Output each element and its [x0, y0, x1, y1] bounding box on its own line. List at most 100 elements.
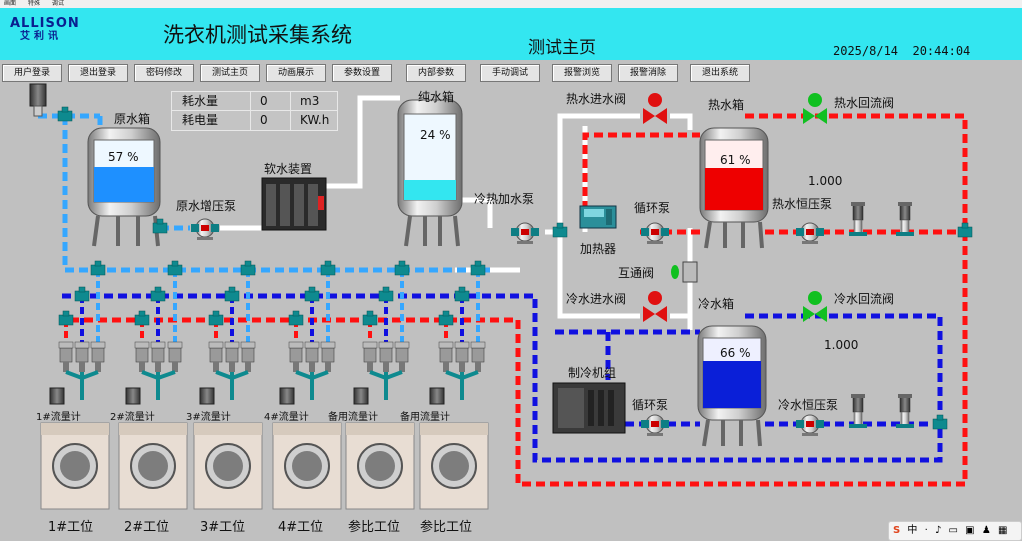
cold-hot-feed-pump-label: 冷热加水泵 [474, 192, 535, 206]
station-5-manifold-icon [362, 341, 410, 373]
raw-tank-label: 原水箱 [114, 112, 151, 126]
cold-return-valve-label: 冷水回流阀 [834, 292, 895, 306]
ime-logo-icon[interactable]: S [893, 525, 901, 536]
station-1-label: 1#工位 [48, 520, 94, 535]
nav-button-parameters[interactable]: 参数设置 [332, 64, 392, 82]
hot-inlet-valve-icon [643, 93, 667, 124]
water-consumption-value: 0 [260, 94, 268, 108]
ime-keyboard-icon[interactable]: ▭ [948, 525, 958, 536]
flowmeter-6-icon [429, 387, 445, 405]
nav-button-exit-system[interactable]: 退出系统 [690, 64, 750, 82]
station-5-label: 参比工位 [348, 520, 401, 535]
station-3-flowmeter-label: 3#流量计 [186, 412, 231, 423]
menu-debug[interactable]: 调试 [51, 0, 64, 7]
softener-icon [261, 177, 327, 231]
washing-machine-5-icon [345, 422, 415, 510]
chiller-label: 制冷机组 [568, 366, 617, 380]
station-4-flowmeter-label: 4#流量计 [264, 412, 309, 423]
hot-tank-percent: 61 % [720, 153, 751, 167]
raw-booster-pump-icon [190, 218, 220, 241]
washing-machine-4-icon [272, 422, 342, 510]
ime-toolbox-icon[interactable]: ▣ [965, 525, 975, 536]
water-consumption-label: 耗水量 [182, 94, 219, 108]
nav-button-change-password[interactable]: 密码修改 [134, 64, 194, 82]
pure-tank-label: 纯水箱 [418, 90, 455, 104]
pure-tank-percent: 24 % [420, 128, 451, 142]
faucet-icon [29, 83, 47, 117]
logo-chinese-text: 艾利讯 [20, 31, 62, 42]
app-title: 洗衣机测试采集系统 [163, 23, 352, 47]
washing-machine-3-icon [193, 422, 263, 510]
nav-button-alarm-browse[interactable]: 报警浏览 [552, 64, 612, 82]
station-2-label: 2#工位 [124, 520, 170, 535]
ime-toolbar: S 中 · ♪ ▭ ▣ ♟ ▦ [888, 521, 1022, 541]
hot-circulation-pump-label: 循环泵 [634, 201, 671, 215]
raw-tank-icon [87, 127, 161, 247]
ime-voice-icon[interactable]: ♪ [934, 525, 942, 536]
hot-inlet-valve-label: 热水进水阀 [566, 92, 627, 106]
nav-button-logout[interactable]: 退出登录 [68, 64, 128, 82]
station-5-flowmeter-label: 备用流量计 [328, 412, 378, 423]
softener-label: 软水装置 [264, 162, 313, 176]
ime-language-toggle[interactable]: 中 [907, 525, 918, 536]
cold-inlet-valve-icon [643, 291, 667, 322]
nav-button-internal-params[interactable]: 内部参数 [406, 64, 466, 82]
pipe-hot-heater [582, 132, 700, 224]
ime-grid-icon[interactable]: ▦ [997, 525, 1008, 536]
raw-booster-pump-label: 原水增压泵 [176, 199, 237, 213]
flowmeter-3-icon [199, 387, 215, 405]
washing-machine-1-icon [40, 422, 110, 510]
hot-return-valve-label: 热水回流阀 [834, 96, 895, 110]
brand-logo: ALLISON 艾利讯 [10, 17, 88, 47]
pipe-softener-to-pure [322, 95, 400, 189]
cold-pressure-value: 1.000 [824, 338, 859, 352]
station-6-manifold-icon [438, 341, 486, 373]
flowmeter-2-icon [125, 387, 141, 405]
cold-circulation-pump-icon [640, 414, 670, 437]
cold-tank-percent: 66 % [720, 346, 751, 360]
station-3-label: 3#工位 [200, 520, 246, 535]
cold-const-pump-icon [795, 414, 825, 437]
cold-inlet-valve-label: 冷水进水阀 [566, 292, 627, 306]
station-6-flowmeter-label: 备用流量计 [400, 412, 450, 423]
menu-screen[interactable]: 画面 [4, 0, 17, 7]
station-2-flowmeter-label: 2#流量计 [110, 412, 155, 423]
hot-tank-label: 热水箱 [708, 98, 745, 112]
raw-tank-percent: 57 % [108, 150, 139, 164]
station-3-manifold-icon [208, 341, 256, 373]
cold-return-valve-icon [803, 291, 827, 322]
water-consumption-unit: m3 [300, 94, 320, 108]
heater-label: 加热器 [580, 242, 617, 256]
cross-valve-icon [671, 261, 698, 283]
power-consumption-unit: KW.h [300, 113, 330, 127]
hot-const-pump-label: 热水恒压泵 [772, 197, 833, 211]
cold-const-pump-label: 冷水恒压泵 [778, 398, 839, 412]
station-4-manifold-icon [288, 341, 336, 373]
menu-special[interactable]: 特殊 [27, 0, 40, 7]
flowmeter-4-icon [279, 387, 295, 405]
cold-hot-feed-pump-icon [510, 222, 540, 245]
system-menu-bar: 画面 特殊 调试 [0, 0, 1022, 8]
ime-punct-icon[interactable]: · [924, 525, 928, 536]
pure-tank-icon [397, 99, 463, 247]
nav-button-animation[interactable]: 动画展示 [266, 64, 326, 82]
nav-button-manual-debug[interactable]: 手动调试 [480, 64, 540, 82]
nav-button-alarm-clear[interactable]: 报警消除 [618, 64, 678, 82]
logo-brand-text: ALLISON [10, 16, 80, 31]
nav-button-user-login[interactable]: 用户登录 [2, 64, 62, 82]
station-1-manifold-icon [58, 341, 106, 373]
flowmeter-1-icon [49, 387, 65, 405]
ime-skin-icon[interactable]: ♟ [981, 525, 991, 536]
station-4-label: 4#工位 [278, 520, 324, 535]
cross-valve-label: 互通阀 [618, 266, 655, 280]
heater-icon [579, 205, 617, 229]
cold-circulation-pump-label: 循环泵 [632, 398, 669, 412]
washing-machine-6-icon [419, 422, 489, 510]
page-title: 测试主页 [528, 38, 596, 58]
washing-machine-2-icon [118, 422, 188, 510]
nav-button-test-home[interactable]: 测试主页 [200, 64, 260, 82]
hot-tank-icon [699, 127, 769, 249]
pipe-pure-out [460, 197, 493, 228]
nav-bar: 用户登录 退出登录 密码修改 测试主页 动画展示 参数设置 内部参数 手动调试 … [0, 64, 1022, 82]
